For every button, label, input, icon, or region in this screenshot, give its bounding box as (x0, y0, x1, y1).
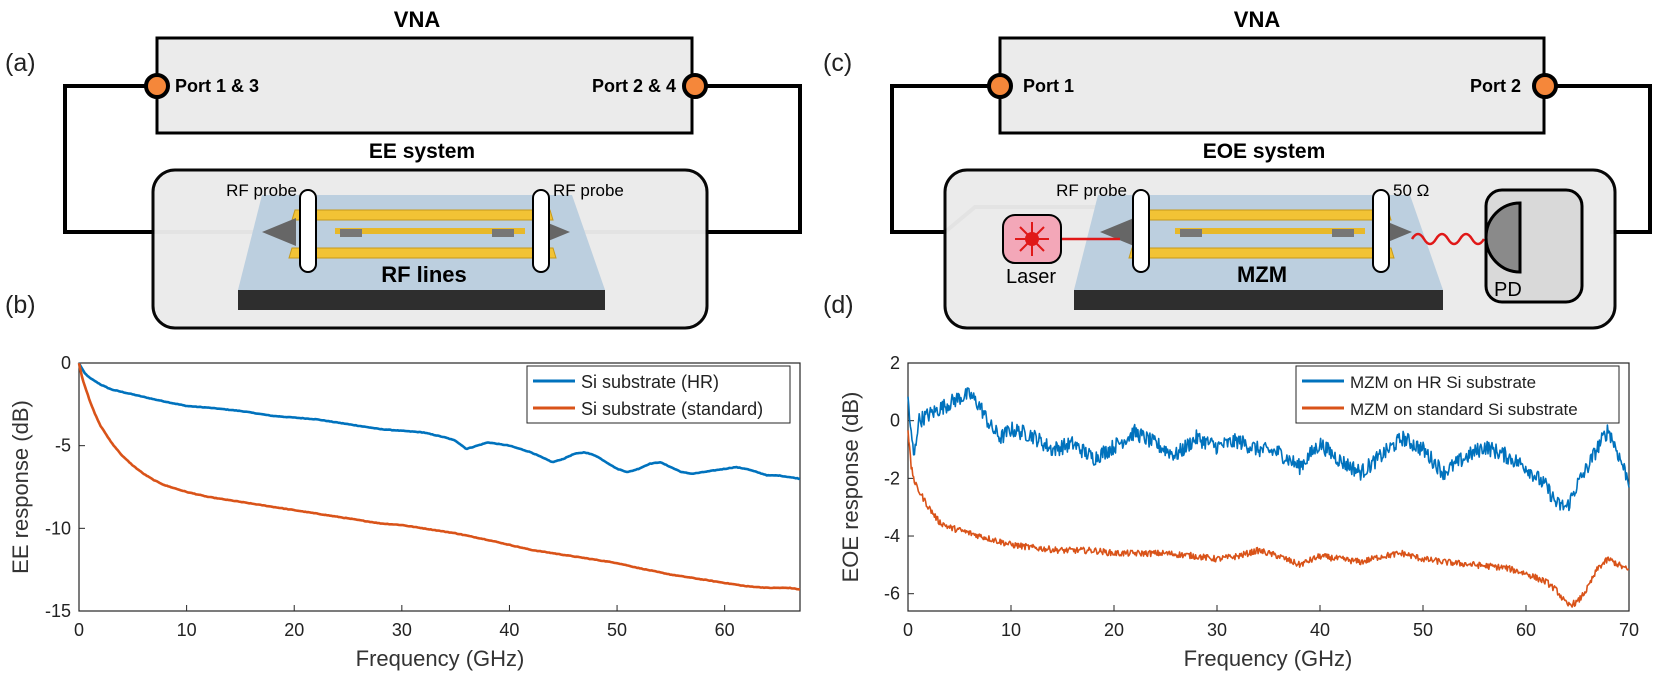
rf-line-1-a (291, 209, 554, 221)
rf-line-3-a (335, 228, 525, 234)
chip-base-c (1074, 290, 1443, 310)
chip-label-a: RF lines (381, 262, 467, 287)
mzm-electrode-3 (1175, 228, 1365, 234)
xtick-label-d-7: 70 (1619, 620, 1639, 640)
pd-label: PD (1494, 279, 1522, 301)
system-label-c: EOE system (1203, 140, 1326, 163)
ytick-label-d-1: 0 (890, 411, 900, 431)
mzm-pad-right (1332, 229, 1354, 237)
plot-b-legend-hr: Si substrate (HR) (581, 372, 719, 392)
probe-tip-left-a (262, 218, 296, 246)
cable-right-c (1545, 84, 1652, 234)
pad-left-a (340, 229, 362, 237)
ytick-label-d-3: -4 (884, 526, 900, 546)
vna-label-c: VNA (1234, 7, 1281, 32)
plot-b-lines (77, 362, 801, 591)
plot-d-ylabel: EOE response (dB) (838, 392, 863, 583)
xtick-label-b-0: 0 (74, 620, 84, 640)
port-right-a (682, 73, 708, 99)
ytick-label-d-2: -2 (884, 468, 900, 488)
ytick-label-b-2: -10 (45, 518, 71, 538)
diagram-c: (c) VNA Port 1 Port 2 EOE system RF prob… (823, 7, 1652, 330)
chip-base-a (238, 290, 605, 310)
mzm-electrode-1 (1131, 209, 1392, 221)
plot-b-legend-box (526, 365, 791, 424)
probe-tip-left-c (1100, 218, 1134, 246)
plot-b-ticks: 0 10 20 30 40 50 60 0 -5 -10 -15 (45, 353, 735, 640)
xtick-label-b-5: 50 (607, 620, 627, 640)
plot-b-xlabel: Frequency (GHz) (356, 646, 525, 671)
photodiode-icon (1484, 201, 1522, 274)
xtick-label-b-1: 10 (177, 620, 197, 640)
port-left-label-c: Port 1 (1023, 76, 1074, 96)
termination-probe-c (1372, 189, 1390, 273)
ytick-label-b-3: -15 (45, 601, 71, 621)
diagram-a: (a) VNA Port 1 & 3 Port 2 & 4 EE system … (5, 7, 802, 330)
plot-b-legend: Si substrate (HR) Si substrate (standard… (526, 365, 791, 424)
xtick-label-b-3: 30 (392, 620, 412, 640)
port-right-label-a: Port 2 & 4 (592, 76, 676, 96)
port-right-label-c: Port 2 (1470, 76, 1521, 96)
plot-b-ylabel: EE response (dB) (8, 400, 33, 574)
series-line-b-0 (77, 362, 801, 481)
ytick-label-d-4: -6 (884, 584, 900, 604)
panel-label-a: (a) (5, 49, 36, 77)
series-line-d-0 (907, 387, 1630, 512)
xtick-label-d-4: 40 (1310, 620, 1330, 640)
mzm-pad-left (1180, 229, 1202, 237)
probe-right-label-a: RF probe (553, 181, 624, 200)
optical-output-wave (1410, 232, 1486, 246)
series-line-b-1 (77, 362, 801, 591)
port-left-label-a: Port 1 & 3 (175, 76, 259, 96)
pad-right-a (492, 229, 514, 237)
mzm-electrode-2 (1128, 247, 1395, 259)
xtick-label-d-6: 60 (1516, 620, 1536, 640)
panel-label-d: (d) (823, 291, 854, 319)
rf-probe-left-a (299, 189, 317, 273)
plot-d-legend: MZM on HR Si substrate MZM on standard S… (1295, 365, 1620, 424)
xtick-label-d-5: 50 (1413, 620, 1433, 640)
xtick-label-d-1: 10 (1001, 620, 1021, 640)
plot-d-legend-hr: MZM on HR Si substrate (1350, 373, 1536, 392)
plot-d-lines (907, 387, 1630, 608)
xtick-label-b-4: 40 (499, 620, 519, 640)
probe-left-label-c: RF probe (1056, 181, 1127, 200)
rf-probe-right-a (532, 189, 550, 273)
vna-box-c (998, 36, 1546, 135)
vna-box-a (155, 36, 694, 135)
ytick-label-b-1: -5 (55, 436, 71, 456)
termination-label-c: 50 Ω (1393, 181, 1429, 200)
xtick-label-d-0: 0 (903, 620, 913, 640)
plot-b-legend-std: Si substrate (standard) (581, 399, 763, 419)
laser-core (1025, 232, 1039, 246)
ytick-label-b-0: 0 (61, 353, 71, 373)
series-line-d-1 (907, 430, 1630, 608)
plot-d-legend-std: MZM on standard Si substrate (1350, 400, 1578, 419)
laser-label: Laser (1006, 266, 1056, 288)
port-right-c (1532, 73, 1558, 99)
system-label-a: EE system (369, 140, 475, 163)
panel-label-b: (b) (5, 291, 36, 319)
plot-d-legend-box (1295, 365, 1620, 424)
xtick-label-b-2: 20 (284, 620, 304, 640)
xtick-label-d-3: 30 (1207, 620, 1227, 640)
rf-line-2-a (288, 247, 557, 259)
port-left-c (987, 73, 1013, 99)
probe-left-label-a: RF probe (226, 181, 297, 200)
plot-b: 0 10 20 30 40 50 60 0 -5 -10 -15 Frequency (GHz) E… (8, 353, 801, 671)
vna-label-a: VNA (394, 7, 441, 32)
rf-probe-c (1132, 189, 1150, 273)
plot-d-xlabel: Frequency (GHz) (1184, 646, 1353, 671)
xtick-label-d-2: 20 (1104, 620, 1124, 640)
chip-label-c: MZM (1237, 262, 1287, 287)
port-left-a (144, 73, 170, 99)
panel-label-c: (c) (823, 49, 852, 77)
ytick-label-d-0: 2 (890, 353, 900, 373)
xtick-label-b-6: 60 (715, 620, 735, 640)
